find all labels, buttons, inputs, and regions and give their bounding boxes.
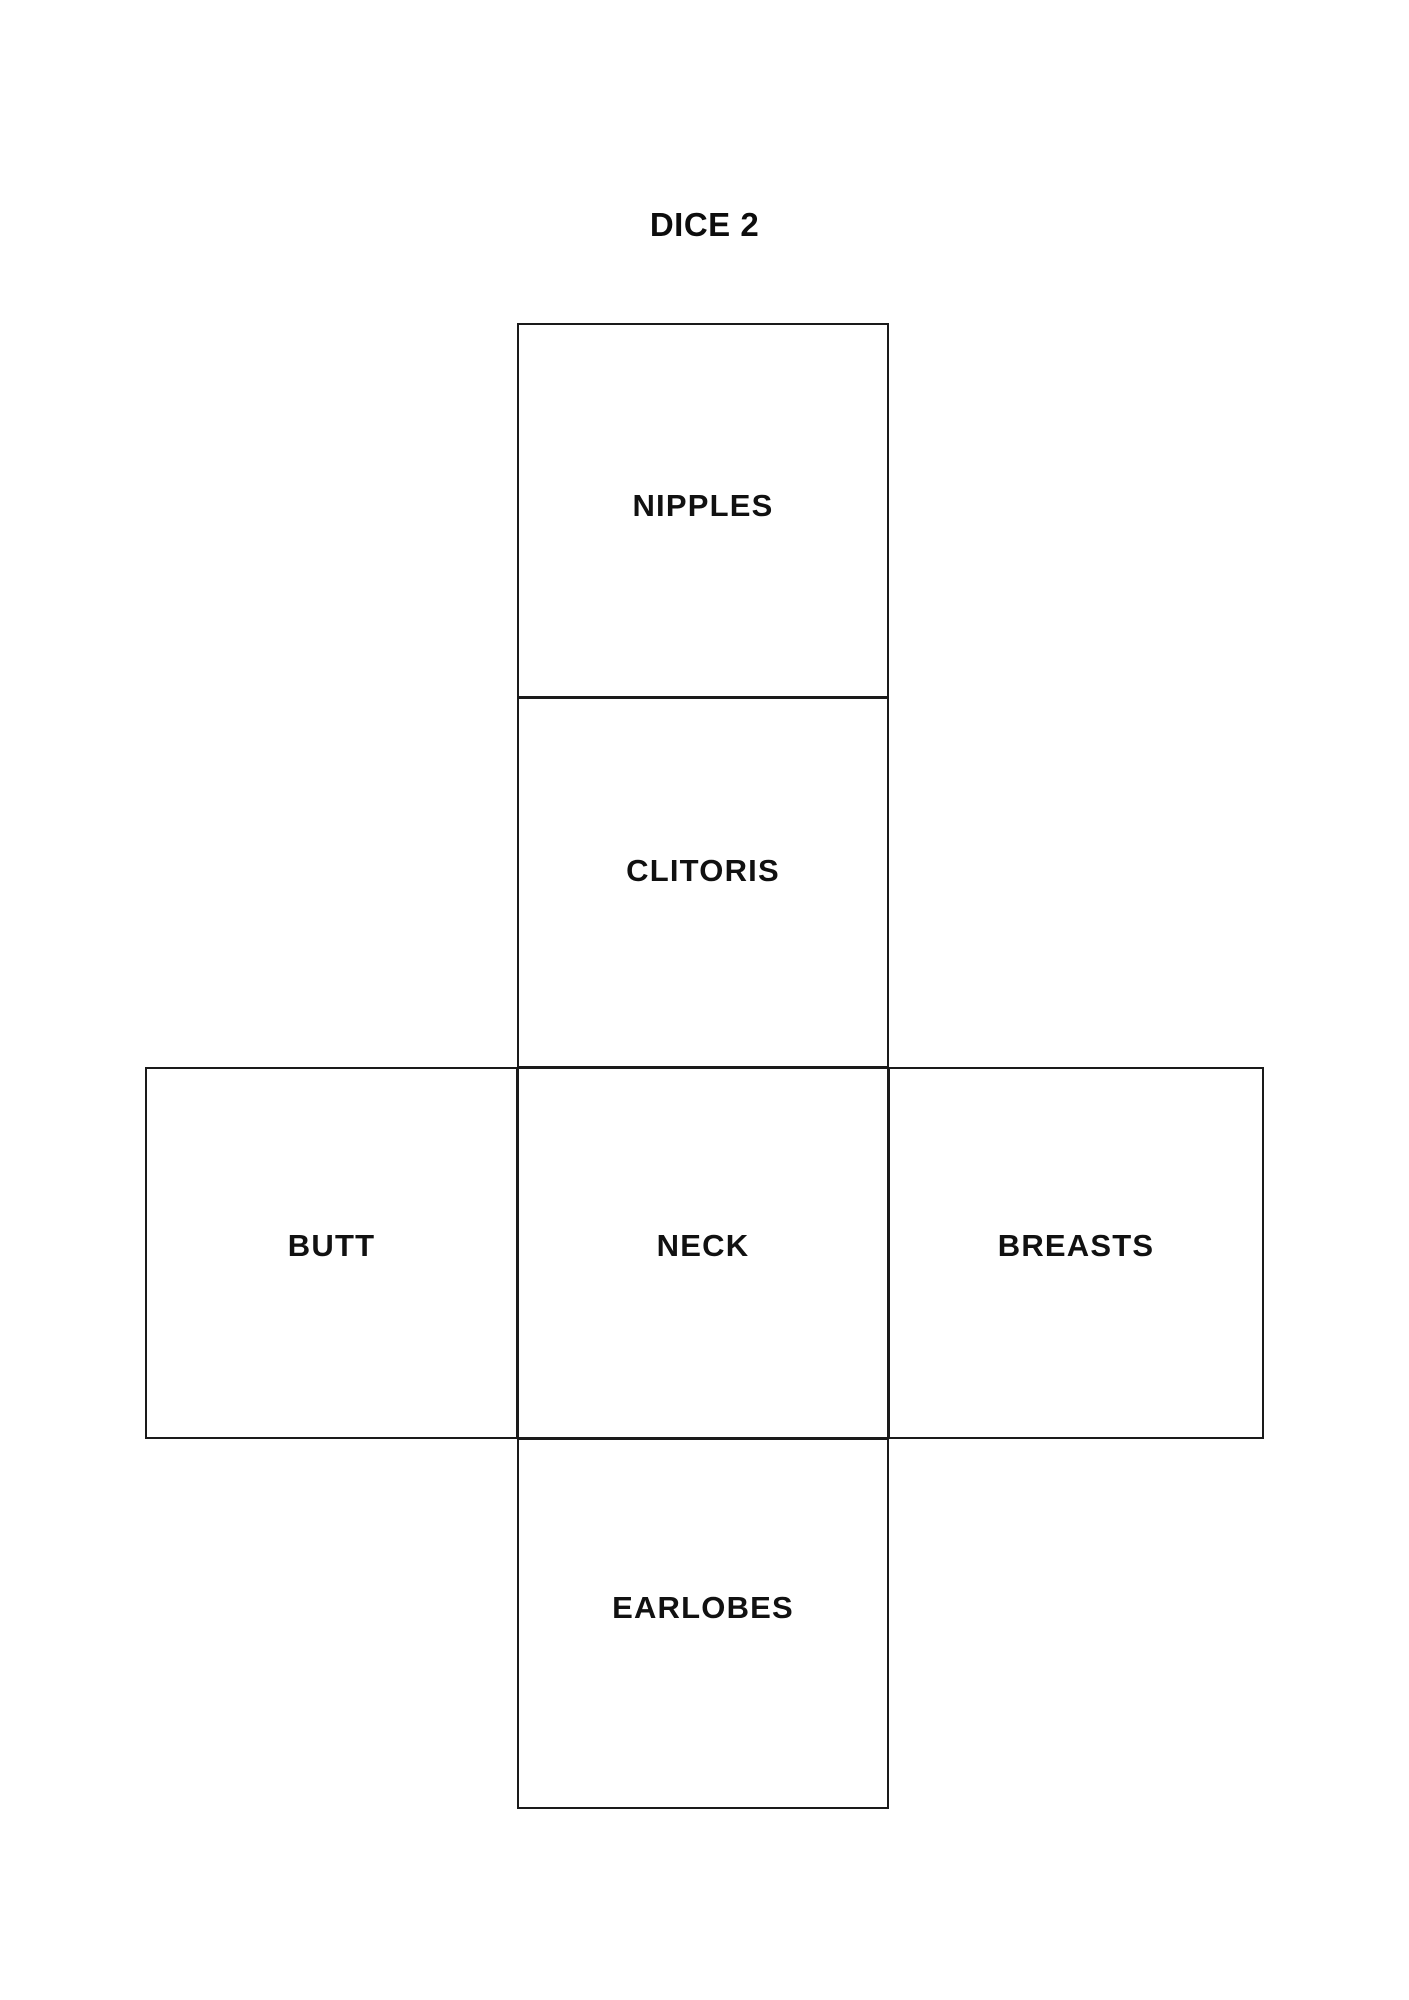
dice-face-label-breasts: BREASTS: [997, 1228, 1155, 1263]
dice-face-label-clitoris: CLITORIS: [626, 852, 780, 888]
dice-face-label-butt: BUTT: [287, 1228, 376, 1263]
dice-face-bottom[interactable]: EARLOBES: [517, 1438, 889, 1809]
dice-face-top[interactable]: NIPPLES: [517, 323, 889, 698]
dice-face-label-neck: NECK: [656, 1228, 750, 1263]
dice-face-upper-middle[interactable]: CLITORIS: [517, 697, 889, 1068]
page-title: DICE 2: [0, 203, 1409, 247]
dice-face-label-earlobes: EARLOBES: [612, 1589, 794, 1625]
dice-face-right[interactable]: BREASTS: [888, 1067, 1264, 1439]
dice-face-left[interactable]: BUTT: [145, 1067, 518, 1439]
dice-face-center[interactable]: NECK: [517, 1067, 889, 1439]
dice-face-label-nipples: NIPPLES: [632, 487, 774, 523]
page-title-text: DICE 2: [649, 206, 760, 243]
